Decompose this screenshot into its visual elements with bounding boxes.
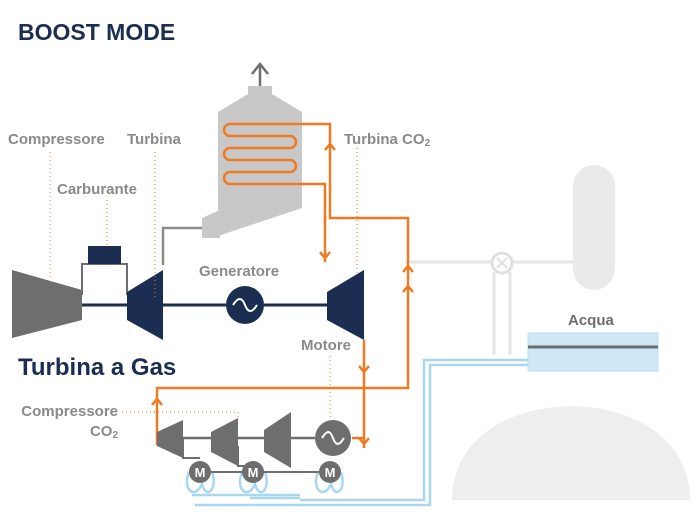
motor-letter: M xyxy=(248,465,259,480)
label-compressore-co2: Compressore CO2 xyxy=(6,403,118,441)
label-co2-text: CO xyxy=(89,423,113,440)
cooling-dome xyxy=(452,406,690,500)
storage-tank xyxy=(573,165,615,290)
flow-arrow-icon xyxy=(402,264,414,273)
co2-compressor-train: M M M xyxy=(157,412,364,483)
label-turbina-co2-text: Turbina CO xyxy=(344,131,425,148)
label-acqua: Acqua xyxy=(568,312,614,329)
label-compressore: Compressore xyxy=(8,131,105,148)
motor-letter: M xyxy=(325,465,336,480)
heat-exchanger-coil xyxy=(222,122,302,186)
label-turbina-a-gas: Turbina a Gas xyxy=(18,354,177,381)
background-equipment xyxy=(405,165,690,500)
label-turbina-co2: Turbina CO2 xyxy=(344,131,430,149)
flow-arrow-icon xyxy=(151,397,163,406)
gas-turbine-shape xyxy=(127,270,163,340)
flow-arrow-icon xyxy=(319,251,331,260)
flow-arrow-icon xyxy=(358,437,370,446)
heat-recovery-unit xyxy=(202,61,302,238)
label-motore: Motore xyxy=(301,337,351,354)
water-tank xyxy=(527,332,659,372)
label-compressore-co2-line2: CO2 xyxy=(6,423,118,441)
motor-symbol-icon xyxy=(319,461,341,483)
flow-arrow-icon xyxy=(358,365,370,374)
co2-turbine-shape xyxy=(327,270,364,340)
water-lines xyxy=(185,358,528,507)
motor-symbol-icon xyxy=(242,461,264,483)
label-turbina-co2-sub: 2 xyxy=(424,138,431,149)
label-turbina: Turbina xyxy=(127,131,181,148)
label-carburante: Carburante xyxy=(57,181,138,198)
motor-symbol-icon xyxy=(189,461,211,483)
exhaust-duct xyxy=(161,226,202,265)
page-title: BOOST MODE xyxy=(18,19,176,45)
gas-turbine-train xyxy=(12,246,364,340)
label-co2-sub: 2 xyxy=(112,430,118,441)
exhaust-arrow-icon xyxy=(251,61,269,75)
label-compressore-co2-line1: Compressore xyxy=(21,403,118,420)
flow-arrow-icon xyxy=(402,284,414,293)
compressor-shape xyxy=(12,270,82,338)
flow-arrow-icon xyxy=(324,142,336,151)
flow-arrows xyxy=(151,142,414,446)
label-generatore: Generatore xyxy=(199,263,280,280)
fuel-injector xyxy=(88,246,121,264)
leader-lines xyxy=(49,148,358,420)
motor-letter: M xyxy=(195,465,206,480)
